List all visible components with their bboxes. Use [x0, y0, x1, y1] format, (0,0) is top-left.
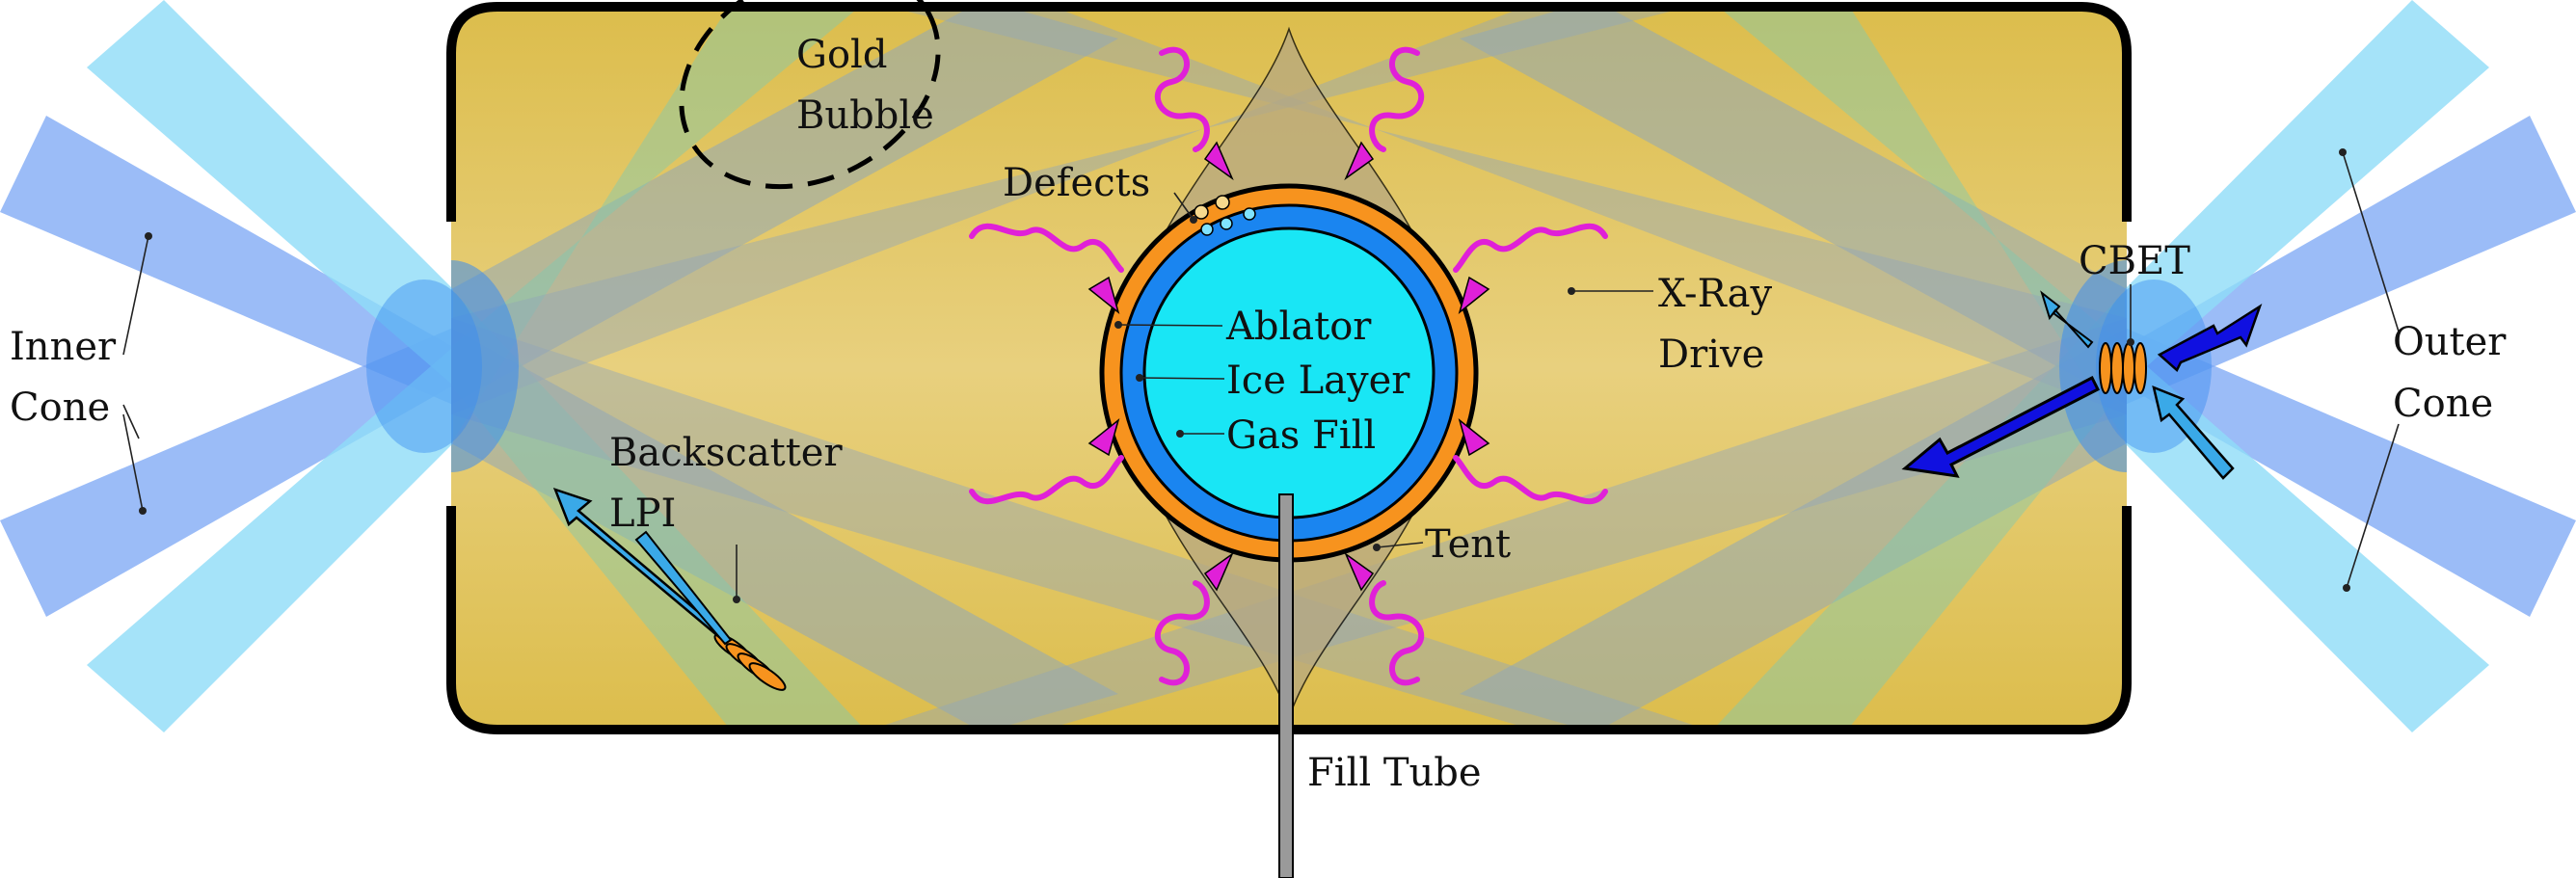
xray-arrow-icon [969, 223, 1124, 315]
inner-cone-beam-upper-left [0, 116, 453, 405]
inner-cone-label-line2: Cone [10, 386, 110, 430]
outer-cone-label-line2: Cone [2393, 382, 2493, 426]
gold-bubble-outline [679, 0, 941, 190]
xray-arrow-icon [969, 417, 1124, 505]
inner-cone-beam-lower-left [0, 328, 453, 617]
fill-tube-label: Fill Tube [1307, 751, 1482, 795]
coil-icon [2099, 342, 2147, 394]
backscatter-lpi-label-line1: Backscatter [609, 431, 843, 475]
outer-cone-label-line1: Outer [2393, 320, 2507, 364]
cbet [1901, 290, 2263, 480]
ice-layer-label: Ice Layer [1226, 359, 1410, 403]
gold-bubble-label-line1: Gold [796, 33, 887, 77]
backscatter-lpi-label-line2: LPI [609, 492, 676, 536]
tent-label: Tent [1425, 522, 1511, 567]
labels: Gold Bubble Defects Ablator Ice Layer Ga… [10, 33, 2507, 795]
laser-beams [0, 0, 2576, 732]
inner-cone-label-line1: Inner [10, 325, 117, 369]
arrow-icon [1901, 290, 2263, 480]
xray-arrow-icon [1344, 551, 1425, 686]
capsule [1099, 183, 1479, 563]
xray-arrow-icon [1154, 551, 1234, 686]
gas-fill-label: Gas Fill [1226, 413, 1376, 458]
xray-drive-label-line1: X-Ray [1658, 272, 1772, 316]
outer-cone-beam-upper-right [2125, 0, 2489, 386]
ablator-label: Ablator [1225, 305, 1372, 349]
outer-cone-beam-lower-left [87, 347, 453, 732]
inner-cone-beam-lower-right [2125, 328, 2576, 617]
gold-bubble-label-line2: Bubble [796, 93, 934, 138]
cbet-label: CBET [2079, 239, 2190, 283]
backscatter-lpi [552, 487, 787, 691]
xray-arrow-icon [1453, 223, 1608, 315]
leader-lines [122, 148, 2400, 603]
xray-arrow-icon [1154, 46, 1234, 181]
fill-tube [1278, 493, 1294, 878]
xray-arrow-icon [1344, 46, 1425, 181]
outer-cone-beam-upper-left [87, 0, 453, 386]
arrow-icon [552, 487, 733, 646]
outer-cone-beam-lower-right [2125, 347, 2489, 732]
xray-drive-arrows [969, 46, 1608, 686]
coil-icon [713, 633, 787, 691]
xray-drive-label-line2: Drive [1658, 333, 1764, 377]
defects [1194, 195, 1256, 236]
xray-arrow-icon [1453, 417, 1608, 505]
defects-label: Defects [1003, 161, 1150, 205]
